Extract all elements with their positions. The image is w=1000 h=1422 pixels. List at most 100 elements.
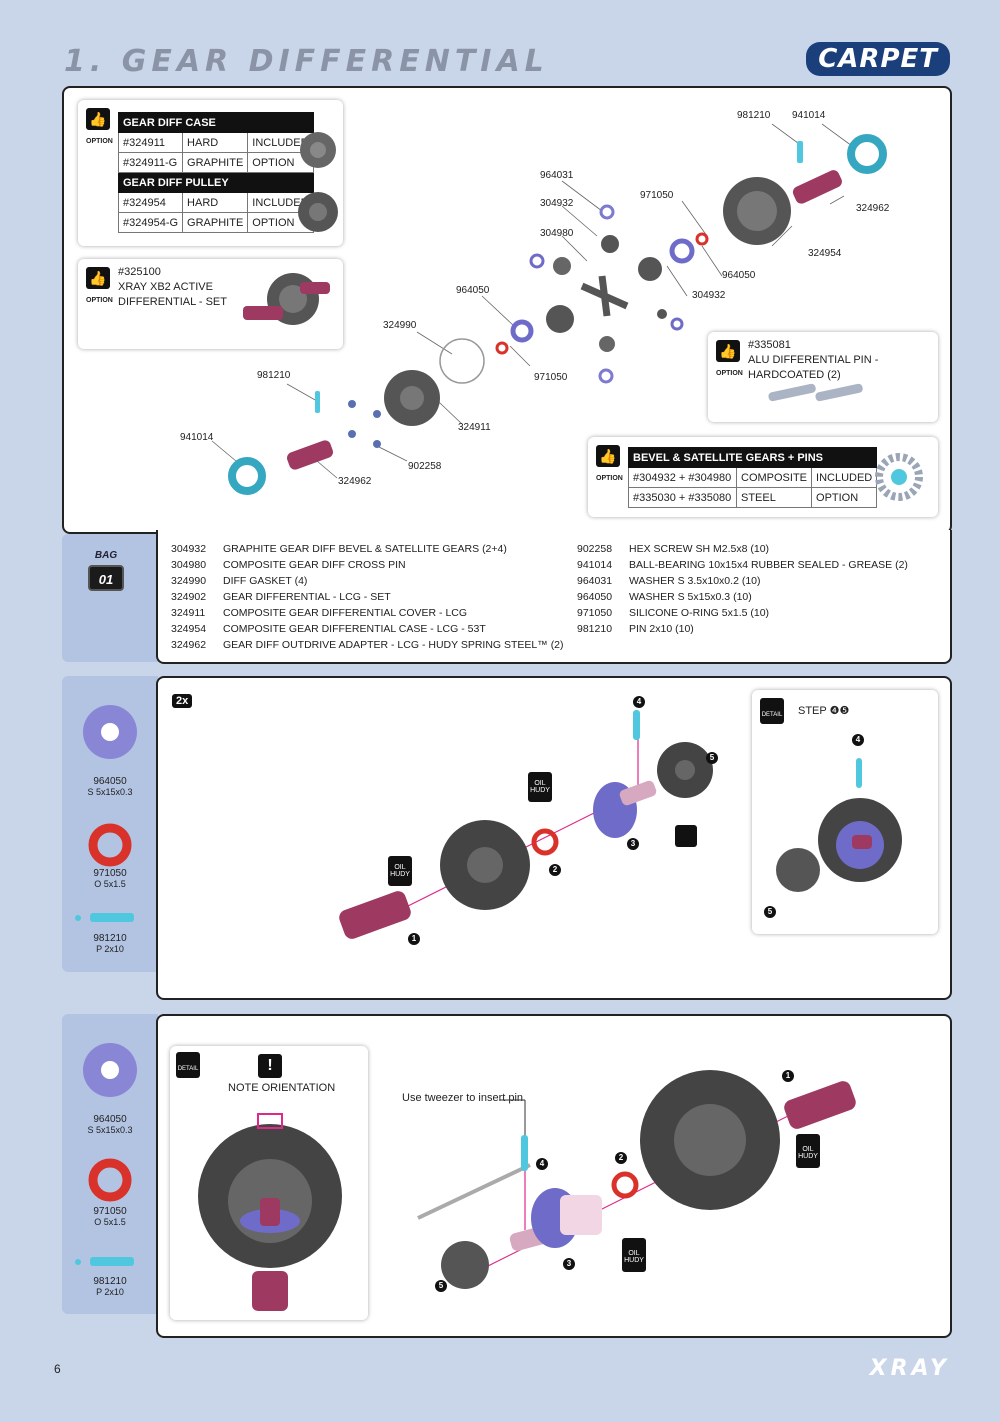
step2-assembly-illustration (417, 1070, 856, 1289)
option-alu-pin-box: 👍OPTION #335081 ALU DIFFERENTIAL PIN - H… (708, 332, 938, 422)
step-number-5: 5 (435, 1280, 447, 1292)
part-description: DIFF GASKET (4) (223, 575, 308, 587)
part-row: 964050 WASHER S 5x15x0.3 (10) (577, 589, 908, 605)
label-304980: 304980 (540, 228, 574, 239)
parts-list-panel (156, 530, 952, 664)
part-description: COMPOSITE GEAR DIFFERENTIAL CASE - LCG -… (223, 623, 486, 635)
pulley-header: GEAR DIFF PULLEY (118, 172, 314, 193)
step-number-2: 2 (549, 864, 561, 876)
part-description: COMPOSITE GEAR DIFF CROSS PIN (223, 559, 406, 571)
label-964050: 964050 (722, 270, 756, 281)
part-code: 324902 (171, 591, 207, 603)
thumbs-up-icon: 👍OPTION (596, 445, 623, 485)
detail-zoom-icon: DETAIL (760, 698, 784, 724)
multiplier-badge: 2x (172, 694, 193, 708)
label-981210-b: 981210 (257, 370, 291, 381)
step-number-1: 1 (782, 1070, 794, 1082)
tweezer-note: Use tweezer to insert pin (402, 1092, 524, 1104)
part-row: 324902 GEAR DIFFERENTIAL - LCG - SET (171, 589, 564, 605)
detail-zoom-icon: DETAIL (176, 1052, 200, 1078)
part-row: 902258 HEX SCREW SH M2.5x8 (10) (577, 541, 908, 557)
part-description: WASHER S 3.5x10x0.2 (10) (629, 575, 761, 587)
part-row: 324990 DIFF GASKET (4) (171, 573, 564, 589)
part-code: 981210 (577, 623, 613, 635)
step2-side-parts (75, 1043, 137, 1266)
part-description: WASHER S 5x15x0.3 (10) (629, 591, 752, 603)
part-code: 971050 (577, 607, 613, 619)
page-number: 6 (54, 1362, 61, 1376)
xb2-diff-illustration (243, 273, 330, 325)
part-code: 324990 (171, 575, 207, 587)
thumbs-up-icon: 👍OPTION (86, 267, 113, 307)
part-code: 964050 (577, 591, 613, 603)
label-964050-b: 964050 (456, 285, 490, 296)
part-description: COMPOSITE GEAR DIFFERENTIAL COVER - LCG (223, 607, 468, 619)
label-941014: 941014 (792, 110, 826, 121)
bag-side-panel (62, 534, 158, 662)
step-number-3: 3 (563, 1258, 575, 1270)
bevel-table: BEVEL & SATELLITE GEARS + PINS #304932 +… (627, 447, 878, 508)
part-description: HEX SCREW SH M2.5x8 (10) (629, 543, 770, 555)
part-description: GRAPHITE GEAR DIFF BEVEL & SATELLITE GEA… (223, 543, 507, 555)
warning-icon: ! (258, 1054, 282, 1078)
option-bevel-box: 👍OPTION BEVEL & SATELLITE GEARS + PINS #… (588, 437, 938, 517)
part-description: SILICONE O-RING 5x1.5 (10) (629, 607, 770, 619)
diff-case-illustration (298, 132, 338, 232)
part-code: 964031 (577, 575, 613, 587)
step-number-5: 5 (706, 752, 718, 764)
label-324954: 324954 (808, 248, 842, 259)
detail-step-label: STEP ❹❺ (798, 705, 850, 717)
label-971050-b: 971050 (534, 372, 568, 383)
step-number-1: 1 (408, 933, 420, 945)
page-title: 1. GEAR DIFFERENTIAL (64, 44, 549, 79)
step2-detail-box: DETAIL ! NOTE ORIENTATION (170, 1046, 368, 1320)
note-orientation: NOTE ORIENTATION (228, 1082, 336, 1094)
step1-side-parts (75, 705, 137, 922)
label-941014-b: 941014 (180, 432, 214, 443)
step-number-3: 3 (627, 838, 639, 850)
part-code: 902258 (577, 543, 613, 555)
label-304932: 304932 (540, 198, 574, 209)
label-324990: 324990 (383, 320, 417, 331)
label-971050: 971050 (640, 190, 674, 201)
brand-logo: CARPET (806, 42, 950, 76)
step1-assembly-illustration (339, 710, 713, 939)
part-row: 324954 COMPOSITE GEAR DIFFERENTIAL CASE -… (171, 621, 564, 637)
part-code: 941014 (577, 559, 613, 571)
label-304932-b: 304932 (692, 290, 726, 301)
label-981210: 981210 (737, 110, 771, 121)
bag-badge: BAG 01 (88, 550, 124, 591)
alu-pin-illustration (768, 383, 863, 402)
thumbs-up-icon: 👍OPTION (716, 340, 743, 380)
part-row: 964031 WASHER S 3.5x10x0.2 (10) (577, 573, 908, 589)
exploded-diff-illustration (211, 123, 887, 495)
bevel-gears-illustration (875, 453, 923, 501)
thumbs-up-icon: 👍OPTION (86, 108, 113, 148)
part-description: GEAR DIFFERENTIAL - LCG - SET (223, 591, 391, 603)
part-description: GEAR DIFF OUTDRIVE ADAPTER - LCG - HUDY … (223, 639, 564, 651)
step-number-2: 2 (615, 1152, 627, 1164)
label-324962: 324962 (856, 203, 890, 214)
step-number-4: 4 (536, 1158, 548, 1170)
option-xb2-box: 👍OPTION #325100 XRAY XB2 ACTIVE DIFFEREN… (78, 259, 343, 349)
detail-number-4: 4 (852, 734, 864, 746)
part-code: 324954 (171, 623, 207, 635)
part-row: 971050 SILICONE O-RING 5x1.5 (10) (577, 605, 908, 621)
